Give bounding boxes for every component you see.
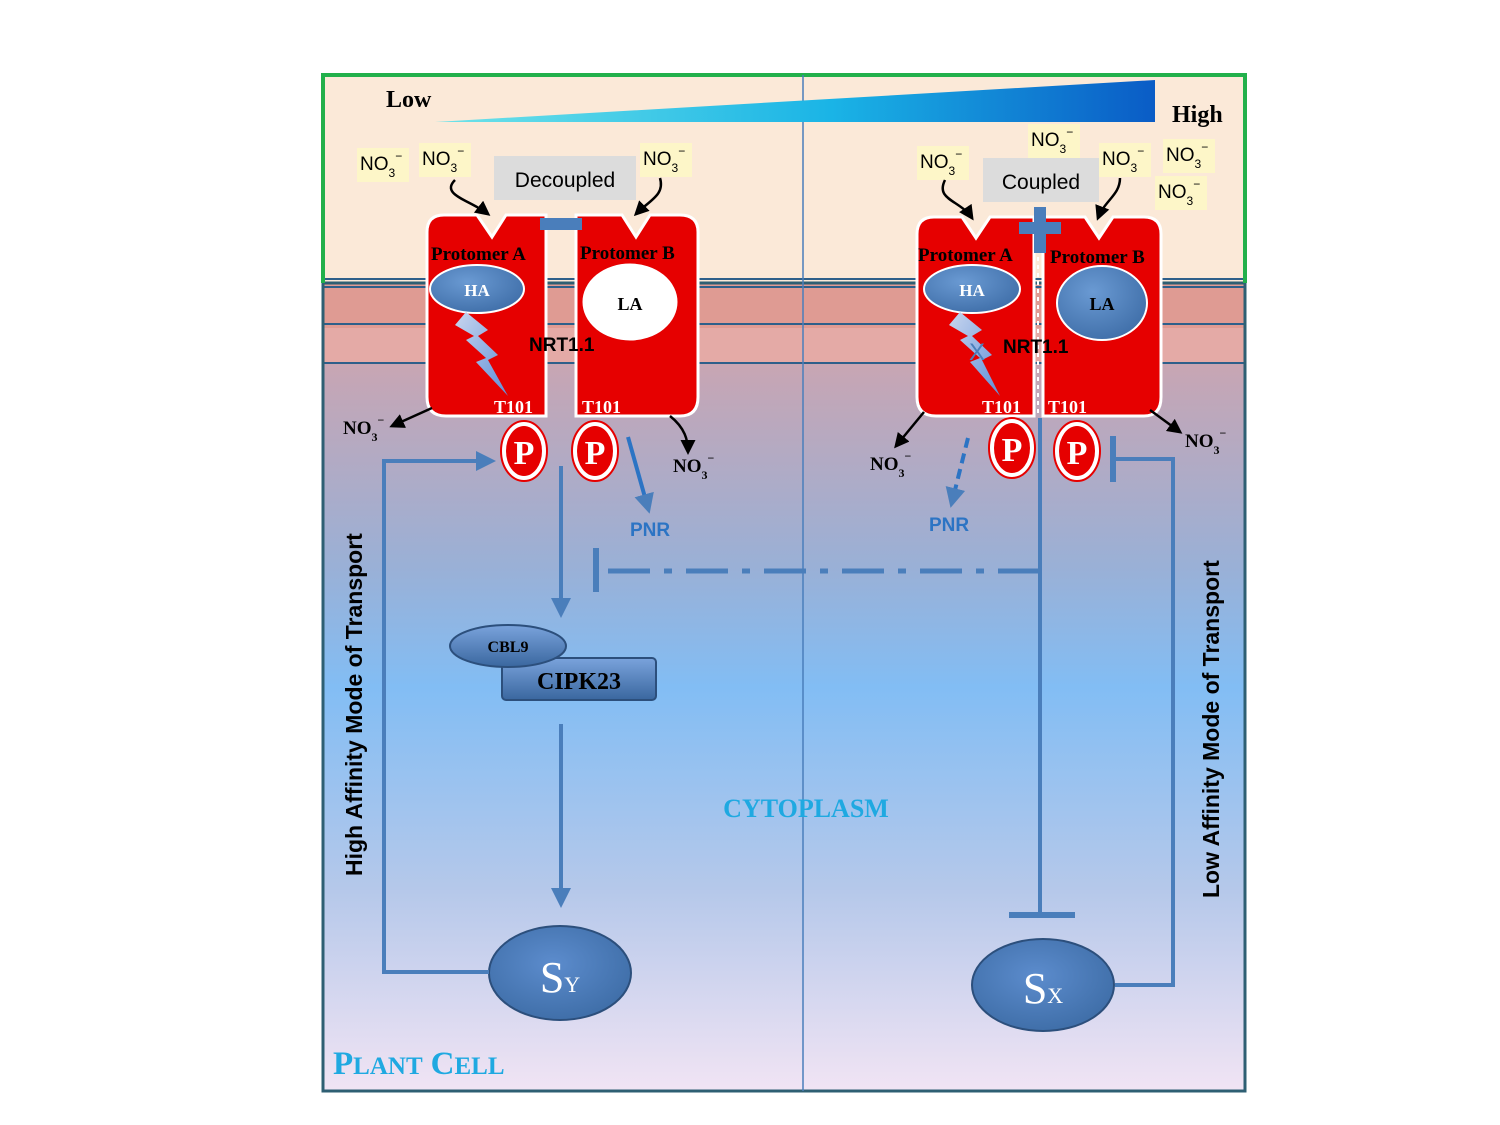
left-phospho-a: P (500, 420, 548, 482)
nitrate-efflux: NO3− (870, 449, 912, 480)
nitrate-labels: NO3− NO3− NO3− NO3− NO3− NO3− NO3− NO3− (357, 124, 1215, 210)
svg-text:NO3−: NO3− (1031, 125, 1073, 156)
left-low-affinity-site (581, 262, 679, 342)
left-protomer-b-label: Protomer B (580, 243, 675, 264)
uptake-arrow (941, 179, 974, 221)
svg-text:NO3−: NO3− (920, 147, 962, 178)
coupled-plus-sign (1019, 207, 1061, 253)
nitrate-ion: NO3− (1028, 124, 1080, 158)
left-high-affinity-site (429, 264, 525, 314)
nitrate-efflux: NO3− (1185, 426, 1227, 457)
svg-text:NO3−: NO3− (422, 144, 464, 175)
cytoplasm-label: CYTOPLASM (723, 794, 889, 823)
svg-text:P: P (514, 435, 535, 472)
right-residue-b-label: T101 (1048, 397, 1087, 417)
sy-feedback-arrow (382, 451, 496, 974)
cbl9-sensor: CBL9 (449, 624, 567, 668)
right-site-a-label: HA (959, 281, 985, 300)
nitrate-ion: NO3− (1155, 176, 1207, 210)
svg-text:NO3−: NO3− (643, 144, 685, 175)
left-site-b-label: LA (617, 294, 642, 314)
uptake-arrow (449, 179, 491, 216)
coupled-state-box: Coupled (983, 158, 1099, 202)
cbl9-label: CBL9 (488, 639, 529, 656)
left-protomer-a (425, 213, 548, 418)
svg-text:P: P (1002, 432, 1023, 469)
right-high-affinity-site (923, 264, 1021, 314)
svg-text:SX: SX (1023, 964, 1063, 1013)
right-pnr-arrow (945, 437, 970, 508)
decoupled-minus-sign (540, 218, 582, 230)
left-pnr-label: PNR (630, 520, 670, 541)
nitrate-ion: NO3− (419, 143, 471, 177)
signal-sx: SX (971, 938, 1115, 1032)
svg-text:NO3−: NO3− (1102, 144, 1144, 175)
left-protomer-a-label: Protomer A (431, 244, 526, 265)
left-pnr-arrow (626, 436, 654, 514)
nitrate-ion: NO3− (1099, 143, 1151, 177)
right-phospho-a: P (988, 417, 1036, 479)
svg-text:Decoupled: Decoupled (515, 169, 615, 192)
right-protomer-b-label: Protomer B (1050, 247, 1145, 268)
right-protomer-a (915, 215, 1036, 418)
left-lightning-bolt-icon (455, 312, 508, 396)
nitrate-ion: NO3− (1163, 139, 1215, 173)
nitrate-efflux: NO3− (343, 413, 385, 444)
right-phospho-b: P (1053, 420, 1101, 482)
decoupled-state-box: Decoupled (494, 156, 636, 200)
cipk23-label: CIPK23 (537, 669, 621, 695)
right-lightning-bolt-icon (949, 312, 1000, 396)
svg-text:Coupled: Coupled (1002, 171, 1080, 194)
right-low-affinity-site (1056, 265, 1148, 341)
svg-text:NO3−: NO3− (1158, 177, 1200, 208)
efflux-arrow (1149, 408, 1183, 434)
svg-text:SY: SY (540, 953, 580, 1002)
svg-text:NO3−: NO3− (1166, 140, 1208, 171)
efflux-arrow (894, 411, 925, 449)
signal-sy: SY (488, 925, 632, 1021)
svg-text:P: P (585, 435, 606, 472)
extracellular-frame (321, 73, 1247, 283)
low-affinity-mode-label: Low Affinity Mode of Transport (1198, 560, 1224, 898)
efflux-arrow (669, 415, 696, 455)
nitrate-gradient-wedge (435, 80, 1155, 122)
nitrate-ion: NO3− (357, 148, 409, 182)
right-site-b-label: LA (1089, 294, 1114, 314)
uptake-arrow (633, 177, 663, 217)
right-residue-a-label: T101 (982, 397, 1021, 417)
high-label: High (1172, 102, 1223, 128)
svg-text:NO3−: NO3− (360, 149, 402, 180)
svg-text:P: P (1067, 435, 1088, 472)
right-protomer-a-label: Protomer A (918, 245, 1013, 266)
right-pnr-label: PNR (929, 515, 969, 536)
right-transporter: Coupled Protomer A Protomer B HA LA X NR… (915, 158, 1163, 418)
low-label: Low (386, 87, 432, 113)
nitrate-ion: NO3− (917, 146, 969, 180)
left-phospho-b: P (571, 420, 619, 482)
left-transporter: Decoupled Protomer A Protomer B HA LA NR… (425, 156, 700, 418)
nitrate-ion: NO3− (640, 143, 692, 177)
right-block-x-icon: X (969, 339, 985, 366)
cell-frame (321, 281, 1247, 1093)
sx-feedback-inhibition (1114, 457, 1175, 987)
left-residue-a-label: T101 (494, 397, 533, 417)
efflux-arrow (389, 406, 433, 428)
nitrate-efflux: NO3− (673, 451, 715, 482)
left-residue-b-label: T101 (582, 397, 621, 417)
high-affinity-mode-label: High Affinity Mode of Transport (341, 533, 367, 876)
right-nrt1-1-label: NRT1.1 (1003, 337, 1069, 358)
left-nrt1-1-label: NRT1.1 (529, 335, 595, 356)
uptake-arrow (1095, 177, 1122, 221)
cipk23-kinase: CIPK23 (501, 657, 657, 701)
left-site-a-label: HA (464, 281, 490, 300)
